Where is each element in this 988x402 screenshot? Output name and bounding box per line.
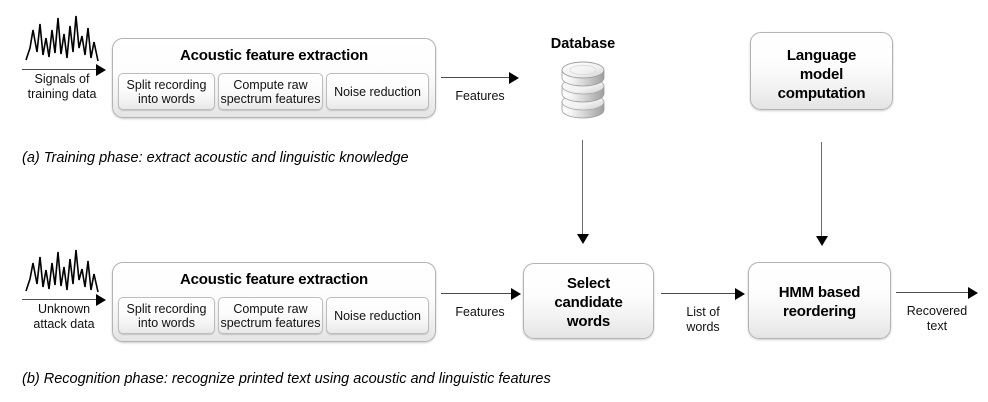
stage-line2: into words (138, 315, 195, 330)
stage-noise-reduction-training[interactable]: Noise reduction (326, 73, 429, 110)
stage-line1: Split recording (126, 77, 207, 92)
language-model-to-hmm-arrow (816, 142, 828, 246)
lm-line3: computation (777, 85, 866, 102)
language-model-computation-label: Language model computation (751, 46, 892, 103)
list-of-words-label: List of words (658, 305, 748, 334)
caption-panel-b: (b) Recognition phase: recognize printed… (22, 371, 551, 387)
stage-compute-raw-spectrum-recognition-label: Compute raw spectrum features (220, 302, 320, 330)
input-arrow-recognition (22, 294, 106, 306)
hmm-based-reordering-label: HMM based reordering (749, 283, 890, 321)
lm-line1: Language (786, 47, 857, 64)
hmm-line1: HMM based (778, 284, 861, 301)
stage-split-recording-recognition-label: Split recording into words (127, 302, 207, 330)
stage-split-recording-recognition[interactable]: Split recording into words (118, 297, 215, 334)
database-cylinder-icon (561, 61, 605, 119)
stage-compute-raw-spectrum-training-label: Compute raw spectrum features (220, 78, 320, 106)
list-of-words-arrow (661, 288, 745, 300)
rec-line1: Recovered (906, 304, 968, 318)
features-arrow-recognition (441, 288, 521, 300)
waveform-icon (24, 8, 102, 64)
database-node[interactable]: Database (540, 36, 626, 122)
scw-line2: candidate (554, 294, 623, 311)
rec-line2: text (926, 318, 948, 333)
select-candidate-words-box[interactable]: Select candidate words (523, 263, 654, 339)
features-label-training: Features (455, 89, 505, 103)
low-line1: List of (686, 305, 720, 319)
stage-line1: Compute raw (233, 301, 308, 316)
stage-line2: spectrum features (220, 91, 321, 106)
input-arrow-training (22, 64, 106, 76)
hmm-based-reordering-box[interactable]: HMM based reordering (748, 262, 891, 339)
input-label-training-line2: training data (27, 86, 97, 101)
input-label-training-line1: Signals of (34, 72, 90, 86)
stage-line2: spectrum features (220, 315, 321, 330)
stage-noise-reduction-recognition[interactable]: Noise reduction (326, 297, 429, 334)
lm-line2: model (799, 66, 844, 83)
stage-noise-reduction-recognition-label: Noise reduction (334, 308, 421, 323)
scw-line3: words (566, 313, 611, 330)
input-label-recognition-line1: Unknown (37, 302, 91, 316)
stage-split-recording-training[interactable]: Split recording into words (118, 73, 215, 110)
stage-line1: Split recording (126, 301, 207, 316)
input-label-recognition: Unknown attack data (8, 302, 120, 331)
stage-line2: into words (138, 91, 195, 106)
acoustic-feature-extraction-title-training: Acoustic feature extraction (180, 47, 368, 64)
hmm-line2: reordering (782, 303, 856, 320)
stage-split-recording-training-label: Split recording into words (127, 78, 207, 106)
database-to-select-arrow (577, 140, 589, 244)
low-line2: words (686, 319, 720, 334)
features-label-recognition: Features (455, 305, 505, 319)
language-model-computation-box[interactable]: Language model computation (750, 32, 893, 110)
recovered-text-label: Recovered text (890, 304, 984, 333)
scw-line1: Select (567, 275, 610, 292)
recovered-text-arrow (896, 287, 978, 299)
features-arrow-training (441, 72, 519, 84)
stage-compute-raw-spectrum-recognition[interactable]: Compute raw spectrum features (218, 297, 323, 334)
caption-panel-a: (a) Training phase: extract acoustic and… (22, 150, 409, 166)
acoustic-feature-extraction-title-recognition: Acoustic feature extraction (180, 271, 368, 288)
input-label-training: Signals of training data (8, 72, 116, 101)
stage-line1: Compute raw (233, 77, 308, 92)
stage-compute-raw-spectrum-training[interactable]: Compute raw spectrum features (218, 73, 323, 110)
stage-noise-reduction-training-label: Noise reduction (334, 84, 421, 99)
database-label: Database (550, 36, 616, 52)
select-candidate-words-label: Select candidate words (524, 274, 653, 331)
waveform-icon (24, 243, 102, 295)
input-label-recognition-line2: attack data (33, 316, 95, 331)
